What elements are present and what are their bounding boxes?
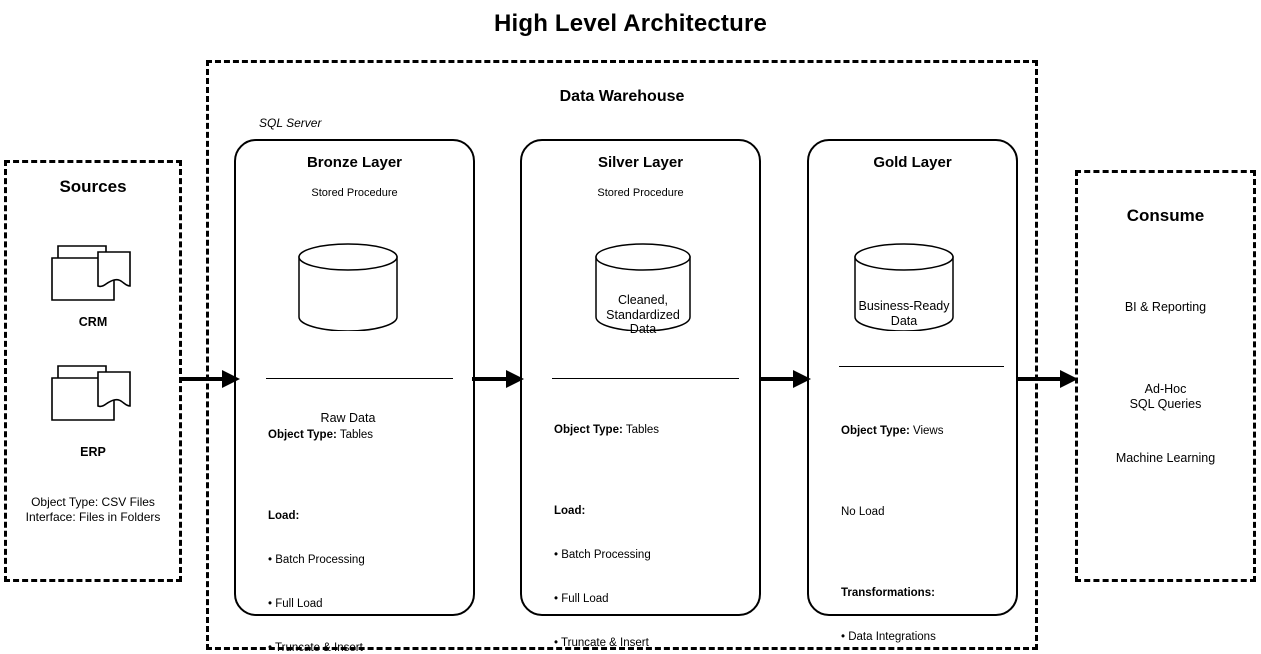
silver-load-item-3: • Truncate & Insert	[554, 636, 649, 649]
gold-transformations-heading: Transformations:	[841, 587, 935, 600]
bronze-layer-subtitle: Stored Procedure	[311, 187, 398, 199]
sources-footer-line-1: Object Type: CSV Files	[31, 495, 155, 509]
bronze-load-item-3: • Truncate & Insert	[268, 641, 363, 654]
gold-divider	[839, 366, 1004, 367]
bronze-details: Object Type: Tables Load: • Batch Proces…	[268, 399, 399, 654]
silver-store-label: Cleaned, Standardized Data	[606, 293, 680, 336]
bronze-layer-title: Bronze Layer	[306, 154, 403, 171]
silver-layer-title: Silver Layer	[597, 154, 684, 171]
consume-item-machine-learning: Machine Learning	[1115, 451, 1216, 465]
gold-object-type-label: Object Type:	[841, 425, 910, 438]
consume-item-adhoc-sql: Ad-Hoc SQL Queries	[1129, 382, 1202, 411]
database-cylinder-icon	[854, 243, 954, 331]
gold-no-load: No Load	[841, 506, 885, 519]
arrow-gold-to-consume	[1016, 370, 1078, 388]
bronze-load-item-2: • Full Load	[268, 597, 323, 610]
silver-load-heading: Load:	[554, 505, 586, 518]
consume-title: Consume	[1126, 206, 1205, 225]
silver-layer-subtitle: Stored Procedure	[597, 187, 684, 199]
data-warehouse-title: Data Warehouse	[559, 88, 685, 105]
gold-layer-title: Gold Layer	[873, 154, 952, 171]
silver-object-type-value: Tables	[625, 424, 660, 437]
sql-server-label: SQL Server	[259, 116, 322, 130]
gold-store-label: Business-Ready Data	[858, 299, 950, 328]
silver-load-item-1: • Batch Processing	[554, 548, 651, 561]
source-label-erp: ERP	[80, 445, 106, 459]
silver-object-type-label: Object Type:	[554, 424, 623, 437]
bronze-divider	[266, 378, 453, 379]
gold-object-type-value: Views	[913, 425, 944, 438]
sources-footer: Object Type: CSV Files Interface: Files …	[4, 495, 182, 525]
sources-container	[4, 160, 182, 582]
gold-details: Object Type: Views No Load Transformatio…	[841, 395, 943, 654]
arrow-bronze-to-silver	[472, 370, 524, 388]
source-label-crm: CRM	[78, 315, 108, 329]
consume-item-bi-reporting: BI & Reporting	[1124, 300, 1207, 314]
folder-files-icon	[51, 245, 131, 301]
bronze-object-type-value: Tables	[339, 429, 374, 442]
silver-load-item-2: • Full Load	[554, 592, 609, 605]
bronze-layer-panel[interactable]: Bronze Layer Stored Procedure Raw Data O…	[234, 139, 475, 654]
sources-title: Sources	[59, 177, 127, 196]
gold-transformations-item-1: • Data Integrations	[841, 630, 936, 643]
silver-details: Object Type: Tables Load: • Batch Proces…	[554, 394, 685, 654]
data-warehouse-container	[206, 60, 1038, 650]
arrow-silver-to-gold	[759, 370, 811, 388]
bronze-load-item-1: • Batch Processing	[268, 553, 365, 566]
bronze-store-label: Raw Data	[320, 411, 376, 425]
silver-layer-panel[interactable]: Silver Layer Stored Procedure Cleaned, S…	[520, 139, 761, 649]
bronze-load-heading: Load:	[268, 510, 300, 523]
database-cylinder-icon	[595, 243, 691, 331]
sources-footer-line-2: Interface: Files in Folders	[25, 510, 161, 524]
folder-files-icon	[51, 365, 131, 421]
page-title: High Level Architecture	[493, 10, 768, 37]
arrow-sources-to-bronze	[182, 370, 240, 388]
gold-layer-panel[interactable]: Gold Layer Business-Ready Data Object Ty…	[807, 139, 1018, 643]
silver-divider	[552, 378, 739, 379]
consume-container	[1075, 170, 1256, 582]
bronze-object-type-label: Object Type:	[268, 429, 337, 442]
database-cylinder-icon	[298, 243, 398, 331]
